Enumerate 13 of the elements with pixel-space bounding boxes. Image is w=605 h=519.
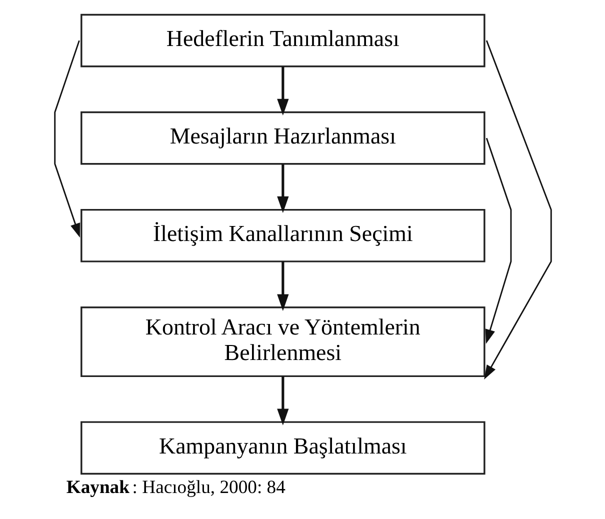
- arrow: [54, 40, 80, 238]
- node-box: Mesajların Hazırlanması: [80, 110, 485, 164]
- node-box: Kontrol Aracı ve Yöntemlerin Belirlenmesi: [80, 306, 485, 377]
- arrow: [276, 164, 288, 213]
- arrow: [276, 66, 288, 116]
- arrow: [276, 376, 288, 425]
- arrow: [484, 40, 552, 379]
- node-box: Hedeflerin Tanımlanması: [80, 13, 485, 67]
- node-box: İletişim Kanallarının Seçimi: [80, 208, 485, 262]
- caption: Kaynak: Hacıoğlu, 2000: 84: [66, 476, 285, 498]
- arrow: [484, 137, 512, 344]
- node-box: Kampanyanın Başlatılması: [80, 420, 485, 474]
- arrow: [276, 261, 288, 310]
